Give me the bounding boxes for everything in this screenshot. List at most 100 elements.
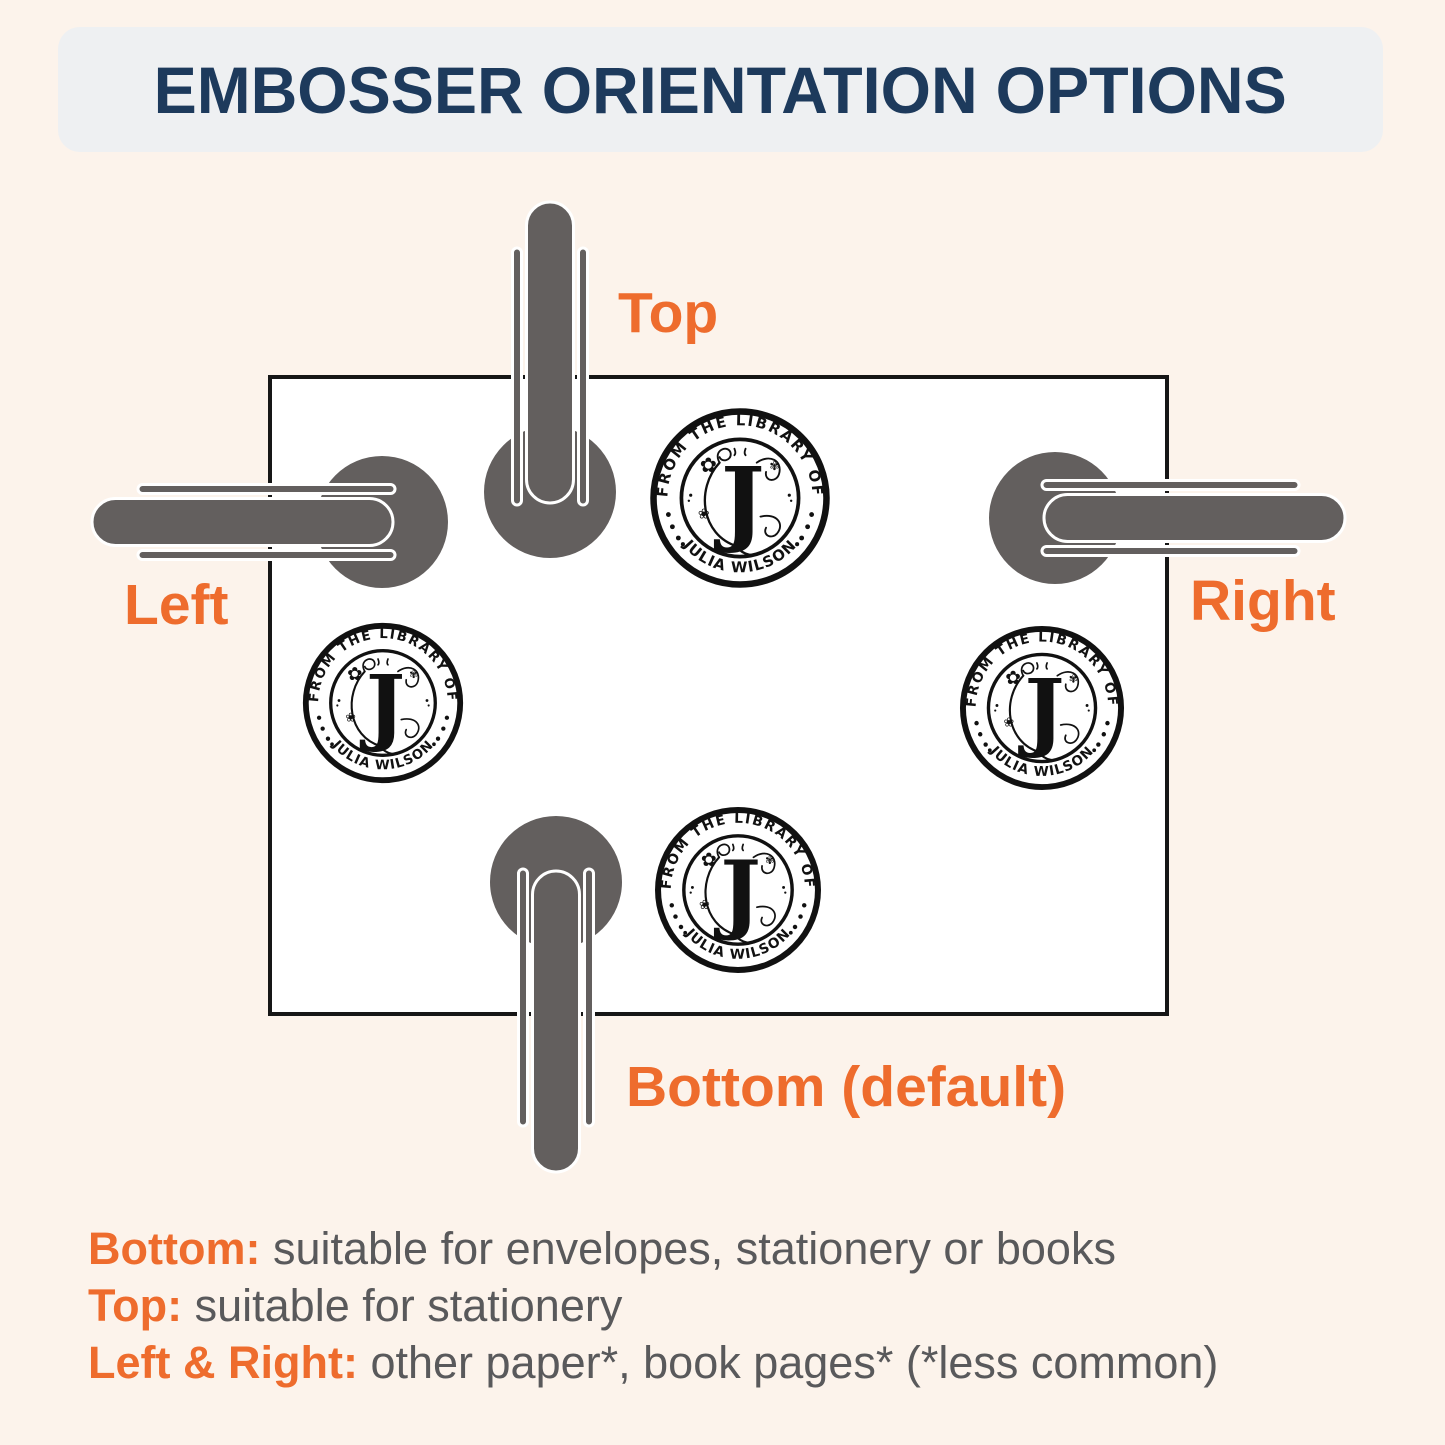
vine-curl-topright	[1056, 671, 1080, 693]
seal-outer-ring	[655, 807, 821, 973]
side-ornament-dots	[687, 493, 793, 502]
seal-stamp-right: FROM THE LIBRARY OF JULIA WILSON ✿ ❀ ✾	[957, 623, 1127, 793]
vine-curl-topright	[755, 457, 781, 481]
orientation-label-right: Right	[1190, 569, 1336, 633]
embosser-bottom	[476, 812, 636, 1182]
vine-left	[350, 670, 382, 748]
orientation-label-bottom: Bottom (default)	[626, 1055, 1067, 1119]
vine-left	[1008, 674, 1041, 754]
embosser-arm-right	[577, 246, 589, 507]
note-bottom-label: Bottom:	[88, 1223, 261, 1274]
seal-outer-ring	[650, 408, 830, 588]
embosser-handle	[90, 497, 395, 547]
embosser-arm-left	[1040, 479, 1301, 491]
note-left-right: Left & Right: other paper*, book pages* …	[88, 1334, 1408, 1391]
embosser-arm-right	[1040, 545, 1301, 557]
note-left-right-text: other paper*, book pages* (*less common)	[370, 1337, 1219, 1388]
note-top: Top: suitable for stationery	[88, 1277, 1408, 1334]
flower-icon: ✾	[409, 668, 418, 681]
vine-curl-topleft	[716, 843, 731, 859]
embosser-arm-left	[583, 867, 595, 1128]
note-bottom: Bottom: suitable for envelopes, statione…	[88, 1220, 1408, 1277]
embosser-top	[470, 192, 630, 562]
embosser-handle	[531, 869, 581, 1174]
orientation-label-top: Top	[618, 281, 719, 345]
embosser-tool-graphic	[989, 452, 1347, 584]
embosser-arm-left	[511, 246, 523, 507]
vine-curl-topright	[397, 667, 420, 688]
embosser-arm-right	[517, 867, 529, 1128]
note-bottom-text: suitable for envelopes, stationery or bo…	[272, 1223, 1116, 1274]
embosser-tool-graphic	[484, 200, 616, 558]
flower-icon: ✿	[700, 453, 717, 477]
note-top-text: suitable for stationery	[194, 1280, 623, 1331]
seal-monogram-group: ✿ ❀ ✾ J	[689, 843, 787, 944]
seal-side-dots	[665, 512, 815, 547]
seal-monogram-group: ✿ ❀ ✾ J	[994, 661, 1090, 761]
flower-icon: ✾	[1069, 673, 1078, 686]
note-left-right-label: Left & Right:	[88, 1337, 358, 1388]
library-seal-graphic: FROM THE LIBRARY OF JULIA WILSON ✿ ❀ ✾	[650, 408, 830, 588]
embosser-arm-right	[136, 483, 397, 495]
embosser-handle	[1042, 493, 1347, 543]
seal-side-dots	[669, 903, 807, 935]
embosser-tool-graphic	[90, 456, 448, 588]
tick-ornament	[377, 658, 380, 666]
vine-curl-topright	[752, 852, 776, 875]
embosser-left	[82, 442, 452, 602]
vine-bottom	[733, 933, 760, 944]
flower-icon: ✿	[701, 849, 717, 871]
vine-bottom	[378, 745, 404, 755]
library-seal-graphic: FROM THE LIBRARY OF JULIA WILSON ✿ ❀ ✾	[655, 807, 821, 973]
flower-icon: ✿	[347, 664, 362, 685]
tick-ornament	[1036, 662, 1039, 670]
vine-curl-right	[756, 905, 776, 927]
tick-ornament	[743, 447, 747, 457]
seal-monogram-letter: J	[359, 657, 405, 755]
embosser-arm-left	[136, 549, 397, 561]
tick-ornament	[733, 447, 737, 457]
seal-inner-ring	[682, 834, 794, 946]
flower-icon: ✿	[1005, 668, 1021, 689]
seal-stamp-bottom: FROM THE LIBRARY OF JULIA WILSON ✿ ❀ ✾	[652, 804, 824, 976]
seal-monogram-group: ✿ ❀ ✾ J	[687, 446, 793, 557]
vine-curl-right	[1059, 723, 1080, 744]
vine-curl-topleft	[716, 447, 732, 464]
seal-monogram-letter: J	[713, 843, 761, 944]
vine-left	[703, 461, 739, 548]
flower-icon: ❀	[698, 506, 710, 522]
seal-monogram-letter: J	[1017, 661, 1064, 761]
vine-curl-topleft	[362, 658, 376, 673]
seal-side-dots	[316, 715, 450, 747]
seal-stamp-left: FROM THE LIBRARY OF JULIA WILSON ✿ ❀ ✾	[300, 620, 466, 786]
seal-inner-ring	[986, 652, 1098, 764]
seal-monogram-group: ✿ ❀ ✾ J	[336, 657, 430, 755]
seal-outer-ring	[302, 622, 464, 784]
orientation-label-left: Left	[124, 573, 229, 637]
seal-side-dots	[974, 720, 1110, 753]
flower-icon: ❀	[345, 709, 355, 724]
seal-monogram-letter: J	[714, 446, 765, 555]
embosser-right	[985, 438, 1355, 598]
side-ornament-dots	[689, 885, 787, 894]
flower-icon: ✾	[769, 459, 779, 473]
seal-inner-ring	[679, 437, 801, 559]
embosser-handle	[525, 200, 575, 505]
seal-stamp-top: FROM THE LIBRARY OF JULIA WILSON ✿ ❀ ✾	[647, 405, 833, 591]
usage-notes: Bottom: suitable for envelopes, statione…	[88, 1220, 1408, 1391]
vine-curl-topleft	[1020, 662, 1035, 677]
seal-outer-ring	[959, 625, 1125, 791]
tick-ornament	[731, 843, 735, 852]
vine-curl-right	[400, 718, 420, 739]
vine-curl-right	[759, 514, 781, 538]
vine-left	[704, 856, 737, 936]
note-top-label: Top:	[88, 1280, 183, 1331]
page-title: EMBOSSER ORIENTATION OPTIONS	[153, 52, 1288, 127]
flower-icon: ✾	[765, 854, 774, 867]
flower-icon: ❀	[1004, 716, 1015, 731]
side-ornament-dots	[336, 699, 430, 707]
library-seal-graphic: FROM THE LIBRARY OF JULIA WILSON ✿ ❀ ✾	[959, 625, 1125, 791]
flower-icon: ❀	[699, 898, 710, 913]
vine-bottom	[1037, 751, 1064, 762]
